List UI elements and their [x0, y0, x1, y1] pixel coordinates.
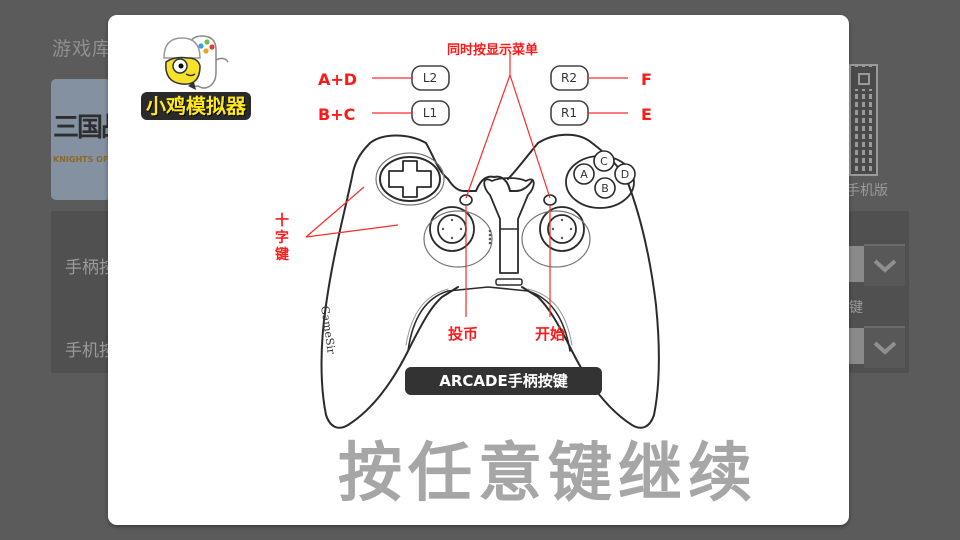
app-logo: 小鸡模拟器: [124, 28, 251, 120]
button-c-label: C: [600, 155, 608, 168]
game-cover[interactable]: 三国战纪 KNIGHTS OF VALOUR: [51, 79, 111, 200]
coin-label: 投币: [448, 325, 479, 343]
menu-combo-label: 同时按显示菜单: [447, 43, 539, 58]
chevron-down-icon: [873, 341, 896, 355]
gamepad-keys-select[interactable]: [849, 244, 905, 286]
r1-label: R1: [561, 106, 577, 120]
chick-mascot-icon: [163, 35, 229, 90]
qr-code: [849, 64, 878, 176]
select-field[interactable]: [849, 246, 864, 282]
button-d: [614, 163, 636, 185]
l2-label: L2: [423, 71, 437, 85]
arcade-keys-banner: ARCADE手柄按键: [405, 367, 602, 395]
l1-mapping-label: B+C: [318, 105, 356, 124]
press-any-key-prompt[interactable]: 按任意键继续: [338, 437, 758, 511]
r2-mapping-label: F: [641, 70, 652, 89]
select-dropdown-button[interactable]: [864, 244, 905, 286]
game-cover-subtitle: KNIGHTS OF VALOUR: [53, 155, 111, 164]
dpad-label: 十 字 键: [275, 213, 289, 263]
controller-help-dialog[interactable]: 小鸡模拟器: [108, 15, 849, 525]
chevron-down-icon: [873, 259, 896, 273]
button-c: [593, 150, 615, 172]
page-title: 游戏库: [52, 38, 113, 60]
logo-text: 小鸡模拟器: [141, 92, 251, 120]
l2-mapping-label: A+D: [318, 70, 358, 89]
button-d-label: D: [621, 168, 629, 181]
button-a-label: A: [580, 168, 588, 181]
game-cover-title: 三国战纪: [53, 113, 111, 143]
l1-label: L1: [423, 106, 437, 120]
qr-caption: 手机版: [846, 183, 888, 199]
key-caption: 键: [849, 300, 863, 316]
controller-diagram: A C D B L2 L1 R2 R1: [305, 53, 660, 429]
phone-keys-select[interactable]: [849, 326, 905, 368]
select-dropdown-button[interactable]: [864, 326, 905, 368]
select-field[interactable]: [849, 328, 864, 364]
button-a: [573, 163, 595, 185]
r2-label: R2: [561, 71, 577, 85]
button-b-label: B: [601, 182, 609, 195]
button-b: [594, 177, 616, 199]
start-label: 开始: [535, 325, 566, 343]
r1-mapping-label: E: [641, 105, 652, 124]
